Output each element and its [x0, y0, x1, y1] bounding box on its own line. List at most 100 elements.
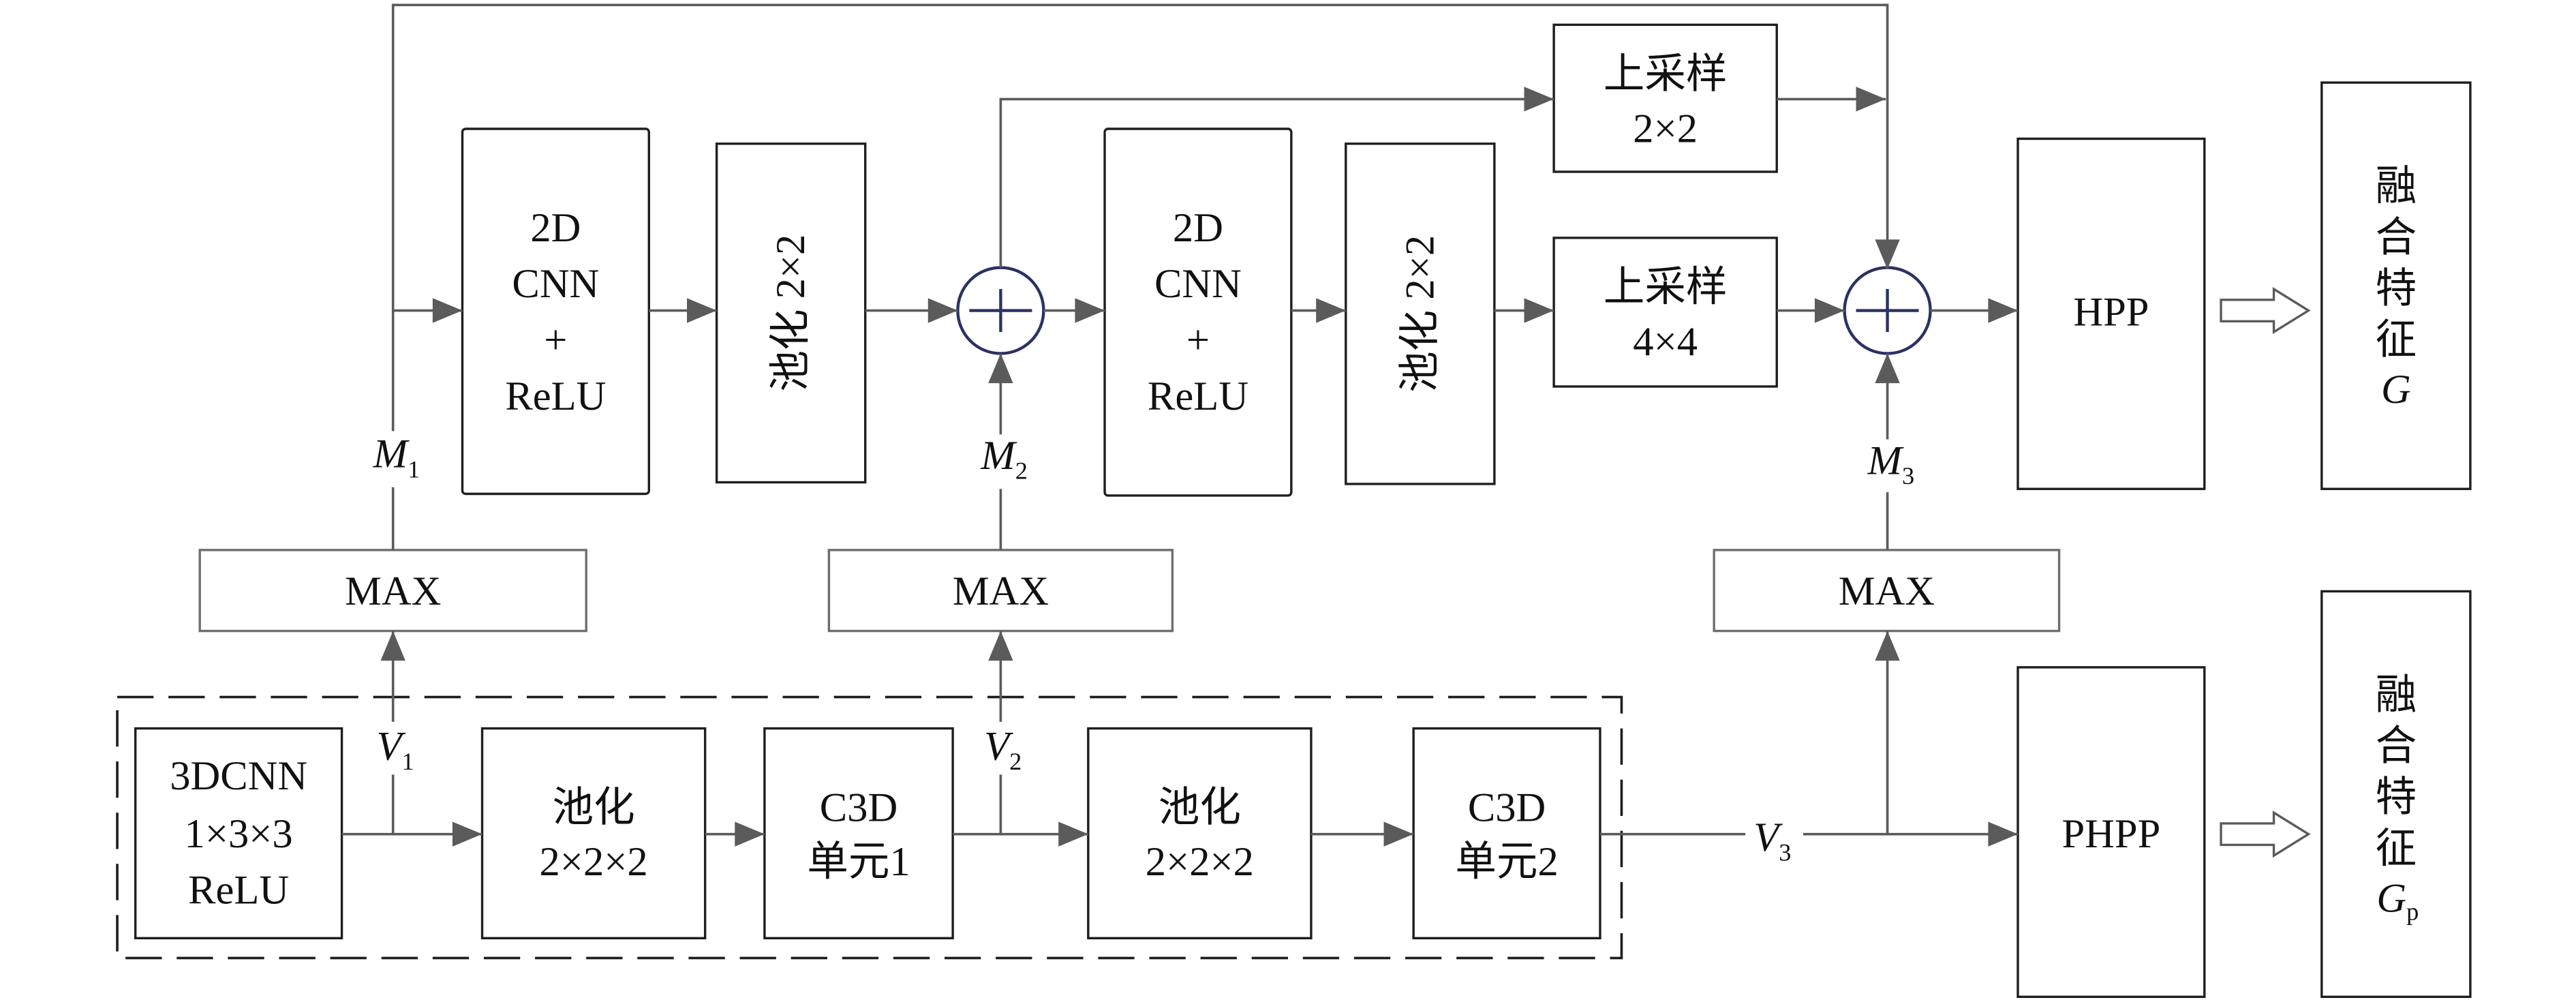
fused-feature-gp-char-1: 融: [2376, 672, 2417, 718]
v2-subscript: 2: [1009, 748, 1022, 775]
fused-feature-gp-char-2: 合: [2376, 724, 2417, 770]
cnn-block-2-line-2: CNN: [1154, 261, 1242, 307]
phpp-block-label: PHPP: [2062, 811, 2161, 857]
upsample-block-2-frame: [1552, 237, 1778, 388]
fused-feature-gp-frame: [2320, 590, 2472, 999]
v1-symbol: V: [376, 724, 405, 770]
m2-subscript: 2: [1015, 457, 1028, 485]
v1-label: V1: [376, 724, 414, 776]
plus-icon: [969, 289, 1032, 333]
v2-label: V2: [984, 724, 1022, 776]
v2-symbol: V: [984, 724, 1013, 770]
c3d-unit-1-line-2: 单元1: [807, 839, 910, 885]
upsample-block-2: 上采样 4×4: [1552, 237, 1778, 388]
fused-feature-gp-symbol: Gp: [2376, 876, 2419, 926]
fused-feature-g-frame: [2320, 81, 2472, 490]
fused-feature-g-char-1: 融: [2376, 164, 2417, 209]
lower-pool-block-1: 池化 2×2×2: [480, 727, 707, 940]
plus-icon: [1856, 289, 1919, 333]
c3d-unit-2: C3D 单元2: [1412, 727, 1601, 940]
cnn-block-2-line-4: ReLU: [1148, 374, 1248, 419]
cnn-block-1: 2D CNN + ReLU: [461, 127, 650, 496]
upsample-block-1-line-2: 2×2: [1633, 106, 1698, 151]
hpp-block-label: HPP: [2073, 289, 2149, 335]
cnn-block-1-line-1: 2D: [530, 205, 581, 251]
cnn3d-block-line-2: 1×3×3: [185, 811, 293, 857]
pool-block-2-frame: [1345, 142, 1496, 485]
lower-pool-block-1-line-2: 2×2×2: [540, 839, 648, 885]
fused-feature-g-symbol: G: [2381, 367, 2411, 412]
m1-symbol: M: [373, 431, 410, 477]
max-block-2: MAX: [827, 549, 1174, 633]
cnn-block-2-frame: [1103, 127, 1293, 497]
m2-symbol: M: [980, 433, 1017, 479]
cnn3d-block-line-3: ReLU: [188, 867, 289, 913]
upsample-block-2-line-1: 上采样: [1604, 264, 1728, 310]
fused-feature-gp-char-3: 特: [2376, 775, 2417, 821]
upsample-block-1-line-1: 上采样: [1604, 51, 1728, 97]
max-block-2-label: MAX: [953, 569, 1049, 614]
v3-symbol: V: [1753, 815, 1783, 860]
connectors: [341, 3, 2018, 847]
c3d-module-dashed-frame: [116, 695, 1623, 960]
v1-subscript: 1: [401, 748, 414, 775]
c3d-unit-2-line-1: C3D: [1468, 785, 1546, 830]
adder-node-1: [956, 266, 1045, 355]
max-block-1: MAX: [198, 549, 587, 633]
fused-feature-g-char-3: 特: [2376, 266, 2417, 312]
hollow-arrow-right-icon: [2220, 286, 2311, 335]
upsample-block-2-line-2: 4×4: [1633, 319, 1698, 365]
max-block-1-label: MAX: [345, 569, 441, 614]
m1-label: M1: [373, 431, 420, 483]
lower-pool-block-2-line-2: 2×2×2: [1146, 839, 1254, 885]
m3-label: M3: [1867, 438, 1914, 489]
cnn-block-1-line-3: +: [544, 318, 567, 363]
pool-block-2-label: 池化 2×2: [1397, 235, 1443, 393]
cnn-block-1-line-4: ReLU: [505, 374, 606, 419]
fused-feature-gp-block: 融 合 特 征 Gp: [2320, 590, 2472, 999]
max-block-2-frame: [827, 549, 1174, 633]
skip-connection-top-path: [391, 3, 1900, 431]
lower-pool-block-1-line-1: 池化: [553, 785, 635, 830]
cnn3d-block-frame: [134, 727, 343, 940]
lower-pool-block-2-line-1: 池化: [1159, 785, 1241, 830]
upsample-block-1: 上采样 2×2: [1552, 23, 1778, 173]
fused-feature-g-block: 融 合 特 征 G: [2320, 81, 2472, 490]
adder-node-2: [1843, 266, 1932, 355]
lower-pool-block-2-frame: [1087, 727, 1313, 940]
m3-symbol: M: [1867, 438, 1904, 483]
fused-feature-gp-symbol-base: G: [2376, 876, 2406, 922]
pool-block-1-label: 池化 2×2: [768, 234, 814, 392]
fused-feature-gp-char-4: 征: [2376, 826, 2417, 872]
m2-label: M2: [980, 433, 1028, 485]
max-block-3-frame: [1713, 549, 2061, 633]
pool-block-1: 池化 2×2: [715, 142, 867, 484]
fused-feature-gp-symbol-subscript: p: [2406, 898, 2419, 926]
fused-feature-g-char-4: 征: [2376, 318, 2417, 363]
m3-subscript: 3: [1902, 462, 1914, 489]
cnn-block-2-line-1: 2D: [1173, 205, 1223, 251]
c3d-unit-1-line-1: C3D: [820, 785, 898, 830]
max-block-3: MAX: [1713, 549, 2061, 633]
cnn-block-2-line-3: +: [1186, 318, 1210, 363]
hpp-block: HPP: [2017, 137, 2206, 490]
m1-subscript: 1: [408, 455, 420, 483]
lower-pool-block-1-frame: [480, 727, 707, 940]
c3d-unit-2-line-2: 单元2: [1455, 839, 1558, 885]
cnn-block-1-line-2: CNN: [512, 261, 599, 307]
cnn-block-2: 2D CNN + ReLU: [1103, 127, 1293, 497]
max-block-3-label: MAX: [1839, 569, 1935, 614]
cnn-block-1-frame: [461, 127, 650, 496]
c3d-unit-1: C3D 单元1: [763, 727, 954, 940]
phpp-block: PHPP: [2017, 666, 2206, 999]
v3-subscript: 3: [1779, 838, 1791, 866]
fused-feature-g-char-2: 合: [2376, 215, 2417, 260]
c3d-unit-1-frame: [763, 727, 954, 940]
hpp-block-frame: [2017, 137, 2206, 490]
cnn3d-block: 3DCNN 1×3×3 ReLU: [134, 727, 343, 940]
c3d-unit-2-frame: [1412, 727, 1601, 940]
lower-pool-block-2: 池化 2×2×2: [1087, 727, 1313, 940]
v3-label: V3: [1753, 815, 1791, 866]
pool-block-2: 池化 2×2: [1345, 142, 1496, 485]
